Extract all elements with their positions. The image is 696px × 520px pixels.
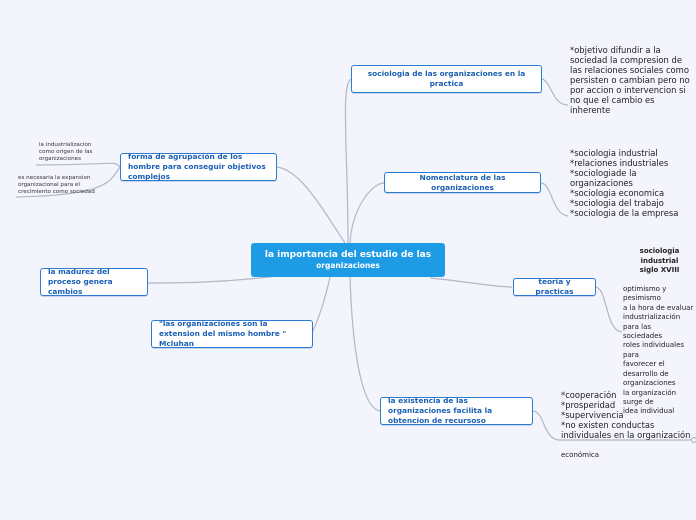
topic-nomenclatura-label: Nomenclatura de las organizaciones bbox=[419, 172, 506, 192]
topic-teoria-label: teoria y practicas bbox=[535, 277, 574, 296]
connector-note-existencia bbox=[532, 410, 694, 441]
connector-note-practica bbox=[541, 78, 569, 106]
central-topic-subtitle: organizaciones bbox=[316, 261, 380, 270]
connector-madurez bbox=[147, 275, 279, 284]
topic-nomenclatura[interactable]: Nomenclatura de las organizaciones bbox=[384, 172, 541, 193]
connector-note-agrupacion-1 bbox=[35, 162, 121, 168]
connector-practica bbox=[344, 78, 353, 244]
connector-extension bbox=[311, 276, 331, 334]
topic-madurez-label: la madurez del proceso genera cambios bbox=[48, 267, 113, 296]
note-teoria[interactable]: sociologia industrial siglo XVIII optimi… bbox=[623, 238, 696, 426]
connector-note-agrupacion-2 bbox=[15, 166, 121, 198]
topic-teoria[interactable]: teoria y practicas bbox=[513, 277, 596, 296]
note-nomenclatura[interactable]: *sociologia industrial *relaciones indus… bbox=[570, 148, 679, 218]
topic-practica[interactable]: sociologia de las organizaciones en la p… bbox=[351, 65, 542, 93]
topic-agrupacion-label: forma de agrupación de los hombre para c… bbox=[128, 152, 266, 181]
topic-extension-label: "las organizaciones son la extension del… bbox=[159, 319, 287, 348]
note-agrupacion-1[interactable]: la industrializacion como origen de las … bbox=[39, 142, 93, 162]
connector-agrupacion bbox=[276, 166, 346, 244]
connector-note-nomenclatura bbox=[540, 182, 569, 217]
topic-existencia[interactable]: la existencia de las organizaciones faci… bbox=[380, 396, 533, 425]
topic-agrupacion[interactable]: forma de agrupación de los hombre para c… bbox=[120, 152, 277, 181]
note-existencia-main: *cooperación *prosperidad *supervivencia… bbox=[561, 390, 691, 440]
note-practica[interactable]: *objetivo difundir a la sociedad la comp… bbox=[570, 45, 690, 115]
topic-extension[interactable]: "las organizaciones son la extension del… bbox=[151, 319, 313, 348]
note-teoria-body: optimismo y pesimismo a la hora de evalu… bbox=[623, 285, 694, 416]
connector-nomenclatura bbox=[349, 182, 385, 244]
note-teoria-title: sociologia industrial siglo XVIII bbox=[639, 247, 680, 275]
connector-teoria bbox=[429, 277, 513, 288]
note-existencia-sub: económica bbox=[561, 451, 600, 459]
topic-practica-label: sociologia de las organizaciones en la p… bbox=[367, 69, 526, 88]
topic-madurez[interactable]: la madurez del proceso genera cambios bbox=[40, 267, 148, 296]
topic-existencia-label: la existencia de las organizaciones faci… bbox=[388, 396, 493, 425]
connector-note-teoria bbox=[595, 286, 623, 333]
connector-existencia bbox=[349, 276, 382, 412]
note-existencia[interactable]: *cooperación *prosperidad *supervivencia… bbox=[561, 380, 691, 471]
central-topic-title: la importancia del estudio de las bbox=[264, 250, 432, 260]
note-agrupacion-2[interactable]: es necesaria la expansion organizacional… bbox=[18, 175, 95, 195]
central-topic[interactable]: la importancia del estudio de las organi… bbox=[251, 243, 445, 277]
